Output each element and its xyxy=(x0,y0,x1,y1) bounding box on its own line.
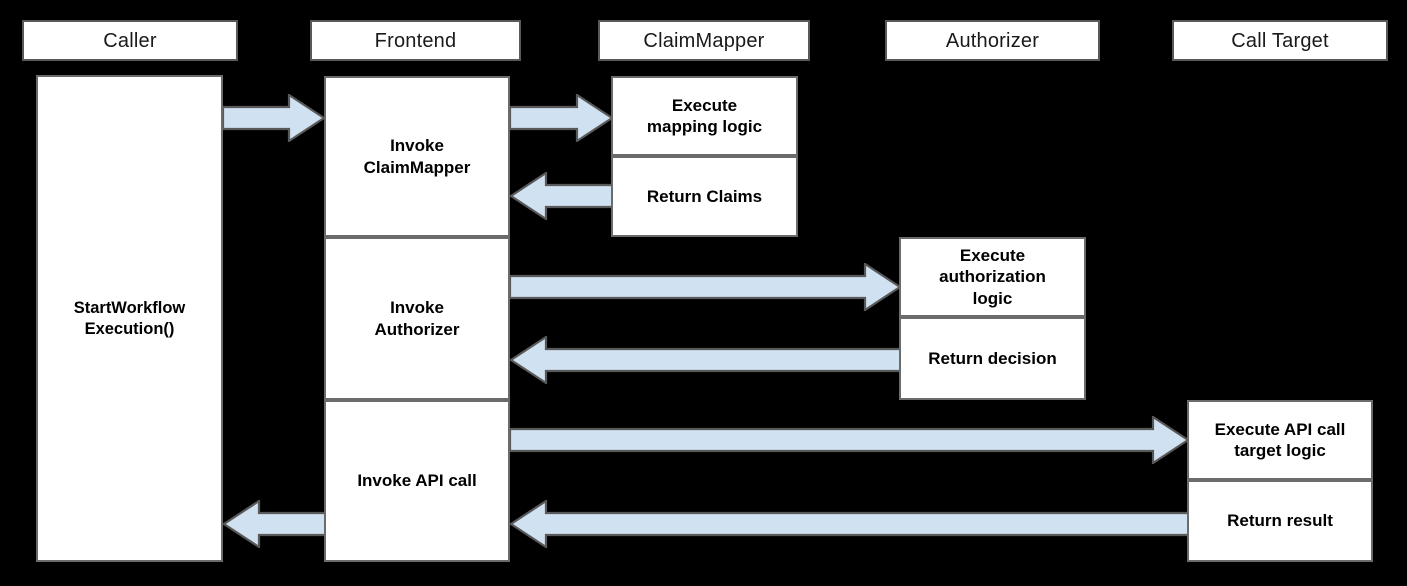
arrow-right-icon xyxy=(510,94,613,142)
arrow-left-icon xyxy=(509,172,613,220)
arrow-right-icon xyxy=(510,263,901,311)
activation-calltarget-return-result-label: Return result xyxy=(1227,511,1333,531)
message-arrow-calltarget-to-frontend[interactable] xyxy=(509,500,1189,548)
lifeline-header-frontend[interactable]: Frontend xyxy=(310,20,521,61)
activation-frontend-invoke-api-call-label: Invoke API call xyxy=(357,471,477,491)
activation-claimmapper-return-claims[interactable]: Return Claims xyxy=(611,156,798,237)
message-arrow-authorizer-to-frontend[interactable] xyxy=(509,336,901,384)
message-arrow-claimmapper-to-frontend[interactable] xyxy=(509,172,613,220)
lifeline-header-frontend-label: Frontend xyxy=(374,29,457,52)
arrow-right-icon xyxy=(223,94,325,142)
lifeline-header-caller[interactable]: Caller xyxy=(22,20,238,61)
lifeline-header-claimmapper[interactable]: ClaimMapper xyxy=(598,20,810,61)
lifeline-header-calltarget[interactable]: Call Target xyxy=(1172,20,1388,61)
message-arrow-frontend-to-authorizer[interactable] xyxy=(510,263,901,311)
arrow-left-icon xyxy=(509,500,1189,548)
message-arrow-frontend-to-calltarget[interactable] xyxy=(510,416,1189,464)
lifeline-header-authorizer[interactable]: Authorizer xyxy=(885,20,1100,61)
message-arrow-frontend-to-claimmapper[interactable] xyxy=(510,94,613,142)
lifeline-header-caller-label: Caller xyxy=(103,29,157,52)
lifeline-header-authorizer-label: Authorizer xyxy=(945,29,1040,52)
lifeline-header-calltarget-label: Call Target xyxy=(1231,29,1329,52)
activation-authorizer-return-decision[interactable]: Return decision xyxy=(899,317,1086,400)
activation-frontend-invoke-api-call[interactable]: Invoke API call xyxy=(324,400,510,562)
activation-claimmapper-return-claims-label: Return Claims xyxy=(646,186,763,206)
arrow-left-icon xyxy=(222,500,326,548)
arrow-left-icon xyxy=(509,336,901,384)
activation-calltarget-return-result[interactable]: Return result xyxy=(1187,480,1373,562)
activation-authorizer-return-decision-label: Return decision xyxy=(928,348,1057,368)
arrow-right-icon xyxy=(510,416,1189,464)
lifeline-header-claimmapper-label: ClaimMapper xyxy=(643,29,765,52)
message-arrow-frontend-to-caller[interactable] xyxy=(222,500,326,548)
message-arrow-caller-to-frontend[interactable] xyxy=(223,94,325,142)
